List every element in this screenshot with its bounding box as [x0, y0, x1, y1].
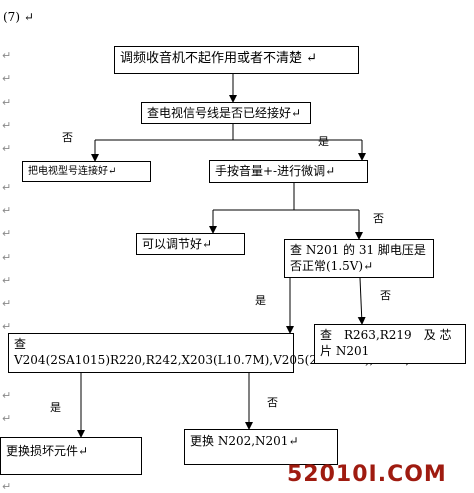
section-number: (7) ↵	[3, 10, 34, 24]
paragraph-mark: ↵	[2, 480, 12, 493]
node-check-r263: 查 R263,R219 及 芯 片 N201	[314, 324, 466, 364]
label-no-volume: 否	[373, 212, 384, 225]
watermark-logo: 52010I.COM	[287, 462, 447, 487]
paragraph-mark: ↵	[2, 389, 12, 402]
node-press-volume: 手按音量+-进行微调↵	[209, 160, 368, 183]
node-check-signal: 查电视信号线是否已经接好↵	[141, 102, 311, 124]
paragraph-mark: ↵	[2, 142, 12, 155]
label-no-n201: 否	[380, 289, 391, 302]
node-check-n201: 查 N201 的 31 脚电压是否正常(1.5V)↵	[284, 239, 434, 278]
paragraph-mark: ↵	[2, 320, 12, 333]
paragraph-mark: ↵	[2, 251, 12, 264]
label-yes-signal: 是	[318, 135, 329, 148]
paragraph-mark: ↵	[2, 274, 12, 287]
paragraph-mark: ↵	[2, 297, 12, 310]
label-no-signal: 否	[62, 131, 73, 144]
paragraph-mark: ↵	[2, 72, 12, 85]
node-replace-n202: 更换 N202,N201↵	[184, 429, 338, 465]
node-check-transistors: 查 V204(2SA1015)R220,R242,X203(L10.7M),V2…	[8, 333, 451, 373]
label-no-transistors: 否	[267, 396, 278, 409]
arrow-no-to-r263	[357, 277, 366, 325]
paragraph-mark: ↵	[2, 412, 12, 425]
paragraph-mark: ↵	[2, 204, 12, 217]
paragraph-mark: ↵	[2, 181, 12, 194]
node-start: 调频收音机不起作用或者不清楚 ↵	[114, 46, 359, 74]
paragraph-mark: ↵	[2, 49, 12, 62]
node-connect: 把电视型号连接好↵	[22, 161, 151, 182]
node-replace-damaged: 更换损坏元件↵	[0, 437, 142, 475]
paragraph-mark: ↵	[2, 96, 12, 109]
paragraph-mark: ↵	[2, 227, 12, 240]
label-yes-transistors: 是	[50, 401, 61, 414]
node-adjustable: 可以调节好↵	[136, 233, 245, 255]
label-yes-n201: 是	[255, 294, 266, 307]
paragraph-mark: ↵	[2, 119, 12, 132]
